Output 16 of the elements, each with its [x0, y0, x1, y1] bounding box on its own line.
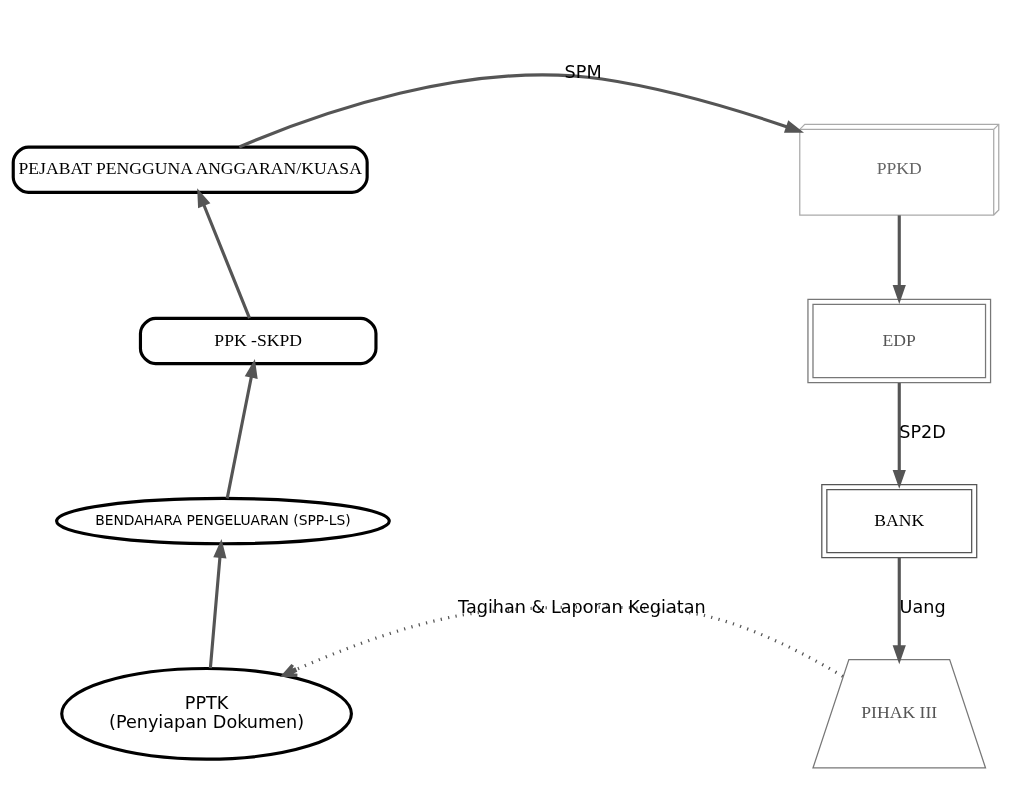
node-box: PEJABAT PENGGUNA ANGGARAN/KUASA: [11, 145, 369, 194]
node-box: PPK -SKPD: [138, 316, 378, 366]
arrow: [892, 215, 906, 304]
edge-label: Uang: [899, 597, 946, 618]
arrow: [225, 359, 258, 499]
edge-label: Tagihan & Laporan Kegiatan: [458, 597, 706, 618]
node-box: EDP: [807, 298, 992, 384]
arrow: [208, 539, 227, 669]
arrow: [281, 605, 844, 678]
arrow: [197, 188, 251, 319]
arrow: [892, 383, 906, 489]
arrow: [238, 73, 804, 149]
node-ellipse: PPTK (Penyiapan Dokumen): [60, 666, 353, 761]
node-ellipse: BENDAHARA PENGELUARAN (SPP-LS): [55, 496, 391, 546]
node-box: BANK: [821, 483, 978, 559]
arrow: [892, 557, 906, 665]
